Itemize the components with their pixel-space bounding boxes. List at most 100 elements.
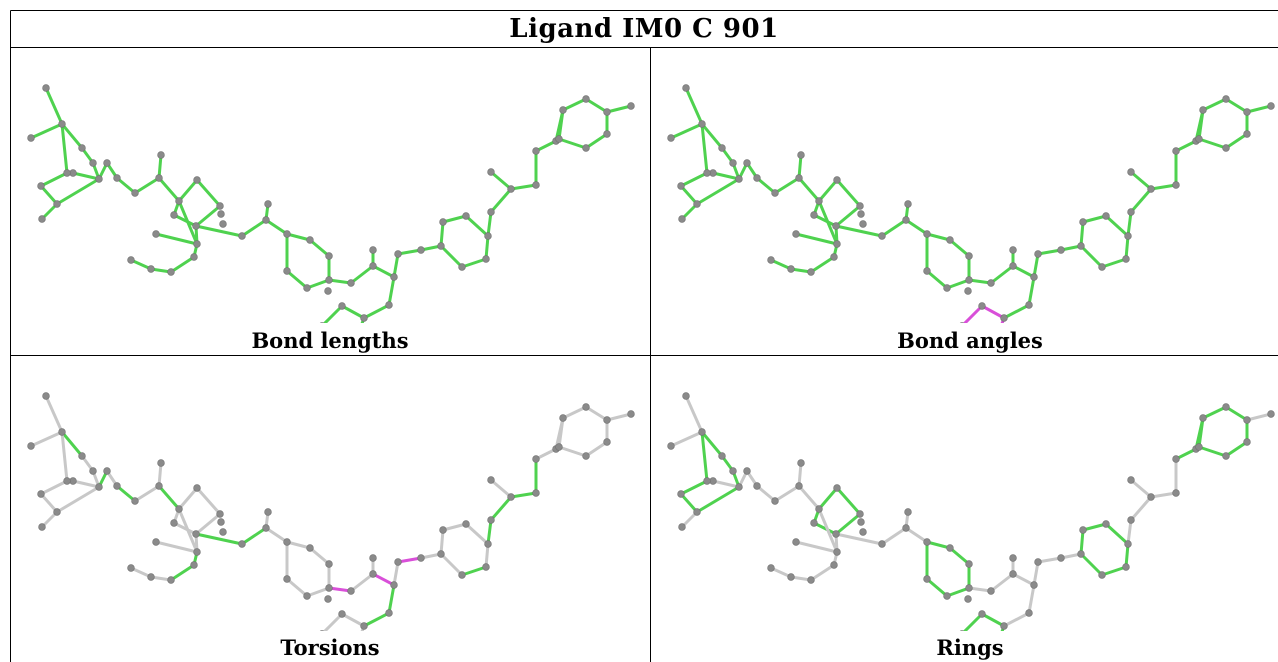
bond-a67-a68 [322,612,344,631]
bond-a1-a2 [684,86,704,126]
bond-a37-a38 [925,577,949,598]
atom-a55 [1172,489,1180,497]
bond-a67-a68 [322,304,344,323]
bond-a49-a50 [1104,214,1130,238]
bond-a37-a38 [925,269,949,290]
atom-a20 [216,202,224,210]
atom-a37 [303,284,311,292]
atom-a47 [458,571,466,579]
atom-a42 [1009,246,1017,254]
bond-a51-a46 [439,220,445,248]
atom-a48 [1122,255,1130,263]
atom-a42 [1009,554,1017,562]
atom-a64 [1267,102,1275,110]
atom-a18 [810,211,818,219]
bond-a14-a15 [773,176,801,195]
atom-a39 [324,287,332,295]
atom-a32 [904,200,912,208]
bond-a65-a66 [362,611,391,628]
bond-a43-a44 [392,560,400,587]
atom-a36 [965,584,973,592]
bond-a41-a43 [1011,264,1036,279]
bond-a40-a41 [989,572,1015,593]
atom-a60 [1243,416,1251,424]
bond-a8-a2 [60,122,69,175]
bond-a56-a57 [1174,447,1198,461]
atom-a65 [385,609,393,617]
atom-a51 [1079,526,1087,534]
atom-a39 [964,595,972,603]
atom-a33 [923,538,931,546]
atom-a6 [95,175,103,183]
atom-a33 [283,230,291,238]
atom-a64 [627,102,635,110]
bond-a19-a18 [172,521,198,536]
bond-a21-a20 [195,178,222,208]
bond-a29-a28 [809,563,836,582]
atom-a53 [507,185,515,193]
atom-a54 [1127,168,1135,176]
molecule-torsions [27,392,635,631]
bond-a19-a30 [194,224,244,238]
atom-a39 [964,287,972,295]
bond-a65-a66 [1002,303,1031,320]
atom-a63 [1195,443,1203,451]
atom-a24 [193,240,201,248]
atom-a53 [1147,493,1155,501]
bond-a48-a49 [484,542,490,569]
molecule-bond-angles [667,84,1275,323]
atom-a2 [58,428,66,436]
bond-a6-a7 [71,479,101,489]
bond-a8-a9 [39,479,69,496]
atom-a40 [347,279,355,287]
atom-a30 [878,540,886,548]
atom-a46 [1077,242,1085,250]
bond-a31-a33 [264,526,289,544]
atom-a16 [797,151,805,159]
atom-a51 [439,218,447,226]
atom-a48 [1122,563,1130,571]
atom-a38 [283,575,291,583]
atom-a25 [792,230,800,238]
bond-a49-a50 [1104,522,1130,546]
bond-a36-a40 [967,278,993,285]
bond-a10-a6 [695,177,741,206]
atom-a8 [703,477,711,485]
atom-a37 [943,592,951,600]
bond-a59-a60 [584,405,609,422]
bond-a56-a57 [534,139,558,153]
atom-a1 [682,392,690,400]
atom-a27 [787,573,795,581]
atom-a12 [743,159,751,167]
atom-a67 [338,302,346,310]
atom-a31 [902,216,910,224]
atom-a22 [217,518,225,526]
atom-a6 [735,483,743,491]
bond-a8-a9 [679,171,709,188]
atom-a10 [53,508,61,516]
atom-a19 [192,530,200,538]
atom-a41 [1009,570,1017,578]
bond-a19-a18 [812,213,838,228]
caption-rings: Rings [936,634,1004,660]
atom-a38 [283,267,291,275]
bond-a31-a33 [264,218,289,236]
bond-a49-a52 [486,518,493,546]
bond-a14-a15 [133,176,161,195]
bond-a66-a67 [980,612,1006,628]
atom-a15 [795,482,803,490]
figure-title: Ligand IM0 C 901 [509,14,779,44]
atom-a43 [390,273,398,281]
bond-a36-a37 [305,278,331,290]
bond-a36-a40 [327,586,353,593]
bond-a20-a19 [194,512,222,536]
atom-a21 [193,484,201,492]
bond-a50-a51 [441,214,468,224]
atom-a23 [859,220,867,228]
bond-a51-a46 [1079,220,1085,248]
bond-a56-a57 [1174,139,1198,153]
bond-a47-a48 [460,565,488,577]
atom-a42 [369,246,377,254]
bond-a17-a21 [177,178,199,203]
bond-a65-a66 [1002,611,1031,628]
